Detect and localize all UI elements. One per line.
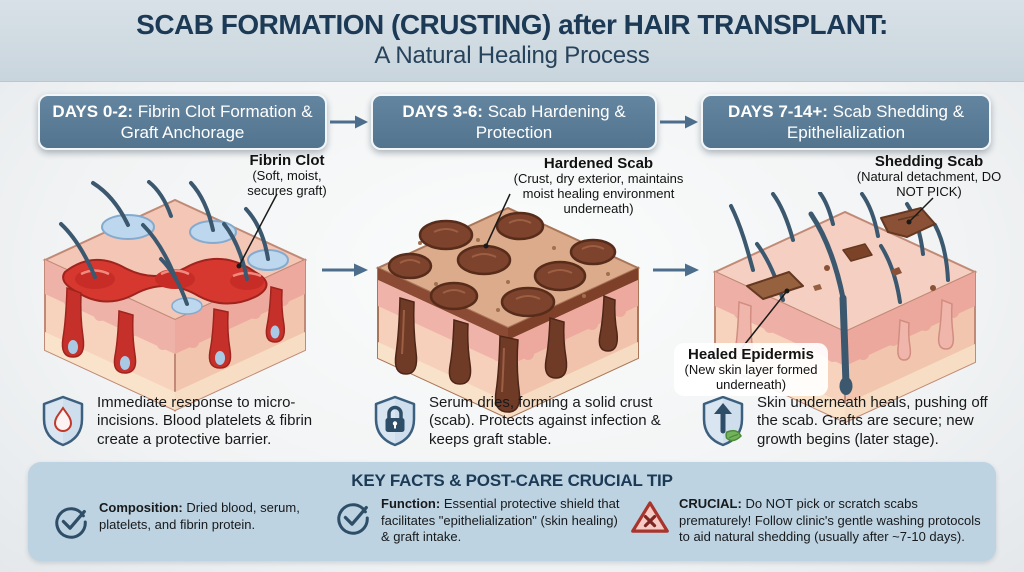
key-facts-panel: KEY FACTS & POST-CARE CRUCIAL TIP Compos… [28,462,996,561]
skin-block-shedding-scab-illustration [712,192,978,424]
stage-header-days-3-6: DAYS 3-6: Scab Hardening & Protection [371,94,657,150]
title-bar: SCAB FORMATION (CRUSTING) after HAIR TRA… [0,0,1024,82]
fact-text: Composition: Dried blood, serum, platele… [99,500,323,533]
fact-label: CRUCIAL: [679,496,742,511]
callout-subtitle: (Natural detachment, DO NOT PICK) [856,169,1002,200]
stage1-summary: Immediate response to micro-incisions. B… [40,394,346,449]
stage3-summary-text: Skin underneath heals, pushing off the s… [757,394,988,448]
fact-label: Composition: [99,500,183,515]
stage-title-text: Scab Hardening & Protection [475,101,626,142]
stage-days-range: DAYS 0-2: [52,101,134,121]
fact-body: Do NOT pick or scratch scabs prematurely… [679,496,981,544]
shield-growth-icon [702,395,744,447]
stage2-summary: Serum dries, forming a solid crust (scab… [372,394,666,449]
arrow-right-icon [653,263,699,277]
arrow-right-icon [322,263,368,277]
stage-header-label: DAYS 0-2: Fibrin Clot Formation & Graft … [48,101,317,144]
fact-label: Function: [381,496,441,511]
callout-title: Shedding Scab [874,153,984,170]
stage-header-label: DAYS 3-6: Scab Hardening & Protection [381,101,647,144]
skin-block-fibrin-clot-illustration [42,180,308,412]
callout-shedding-scab: Shedding Scab (Natural detachment, DO NO… [844,153,1014,200]
callout-subtitle: (Crust, dry exterior, maintains moist he… [513,171,684,217]
fact-body: Dried blood, serum, platelets, and fibri… [99,500,300,532]
callout-title: Healed Epidermis [688,346,814,363]
shield-blood-drop-icon [42,395,84,447]
fact-function: Function: Essential protective shield th… [334,496,626,546]
callout-title: Hardened Scab [543,155,654,172]
callout-title: Fibrin Clot [249,152,325,169]
callout-subtitle: (Soft, moist, secures graft) [247,168,327,199]
callout-fibrin-clot: Fibrin Clot (Soft, moist, secures graft) [231,152,343,199]
fact-text: CRUCIAL: Do NOT pick or scratch scabs pr… [679,496,991,546]
stage-days-range: DAYS 7-14+: [727,101,828,121]
fact-body: Essential protective shield that facilit… [381,496,620,544]
stage1-summary-text: Immediate response to micro-incisions. B… [97,394,313,448]
stage-header-days-0-2: DAYS 0-2: Fibrin Clot Formation & Graft … [38,94,327,150]
fact-crucial-warning: CRUCIAL: Do NOT pick or scratch scabs pr… [630,496,992,546]
fact-text: Function: Essential protective shield th… [381,496,623,546]
stage-header-label: DAYS 7-14+: Scab Shedding & Epithelializ… [711,101,981,144]
warning-triangle-icon [631,501,669,533]
fact-composition: Composition: Dried blood, serum, platele… [52,500,324,541]
arrow-right-icon [660,115,698,129]
stage3-summary: Skin underneath heals, pushing off the s… [700,394,1012,449]
callout-subtitle: (New skin layer formed underneath) [684,362,818,393]
arrow-right-icon [330,115,368,129]
page-title: SCAB FORMATION (CRUSTING) after HAIR TRA… [136,9,888,40]
callout-healed-epidermis: Healed Epidermis (New skin layer formed … [674,343,828,397]
page-subtitle: A Natural Healing Process [374,42,650,69]
stage-title-text: Scab Shedding & Epithelialization [786,101,965,142]
key-facts-heading: KEY FACTS & POST-CARE CRUCIAL TIP [351,471,673,490]
stage-days-range: DAYS 3-6: [402,101,483,121]
stage2-summary-text: Serum dries, forming a solid crust (scab… [429,394,661,448]
skin-block-hardened-scab-illustration [375,193,641,420]
check-circle-icon [55,507,87,539]
shield-lock-icon [374,395,416,447]
check-circle-icon [337,503,369,535]
stage-header-days-7-14: DAYS 7-14+: Scab Shedding & Epithelializ… [701,94,991,150]
callout-hardened-scab: Hardened Scab (Crust, dry exterior, main… [506,155,691,217]
stage-title-text: Fibrin Clot Formation & Graft Anchorage [120,101,313,142]
